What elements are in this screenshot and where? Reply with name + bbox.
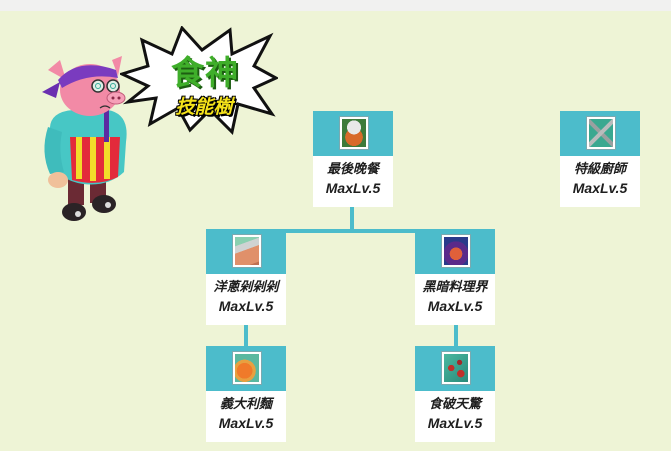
skill-name: 義大利麵	[219, 397, 272, 412]
title-main: 食神	[171, 53, 239, 92]
skill-name: 最後晚餐	[326, 162, 379, 177]
skill-node-header	[313, 111, 393, 156]
skill-node-body: 最後晚餐 MaxLv.5	[313, 156, 393, 207]
flying-food-icon	[442, 352, 470, 384]
top-strip	[0, 0, 671, 11]
connector-left-vertical	[244, 325, 248, 347]
skill-node-flying-food[interactable]: 食破天驚 MaxLv.5	[415, 346, 495, 442]
skill-node-body: 特級廚師 MaxLv.5	[560, 156, 640, 207]
skill-node-spaghetti[interactable]: 義大利麵 MaxLv.5	[206, 346, 286, 442]
skill-node-body: 洋蔥剁剁剁 MaxLv.5	[206, 274, 286, 325]
skill-name: 洋蔥剁剁剁	[213, 280, 279, 295]
skill-node-header	[206, 346, 286, 391]
skill-node-header	[415, 229, 495, 274]
skill-node-body: 食破天驚 MaxLv.5	[415, 391, 495, 442]
skill-level: MaxLv.5	[427, 298, 483, 314]
skill-node-header	[415, 346, 495, 391]
skill-node-master-chef[interactable]: 特級廚師 MaxLv.5	[560, 111, 640, 207]
onion-chop-icon	[233, 235, 261, 267]
skill-node-last-supper[interactable]: 最後晚餐 MaxLv.5	[313, 111, 393, 207]
skill-name: 食破天驚	[428, 397, 481, 412]
roast-meal-icon	[340, 117, 368, 149]
skill-level: MaxLv.5	[218, 415, 274, 431]
skill-name: 特級廚師	[573, 162, 626, 177]
connector-horizontal	[286, 229, 416, 233]
connector-right-vertical	[454, 325, 458, 347]
skill-node-body: 義大利麵 MaxLv.5	[206, 391, 286, 442]
connector-top-vertical	[350, 207, 354, 231]
crossed-utensils-icon	[587, 117, 615, 149]
skill-node-dark-cuisine[interactable]: 黑暗料理界 MaxLv.5	[415, 229, 495, 325]
skill-node-body: 黑暗料理界 MaxLv.5	[415, 274, 495, 325]
skill-level: MaxLv.5	[218, 298, 274, 314]
skill-level: MaxLv.5	[572, 180, 628, 196]
skill-name: 黑暗料理界	[422, 280, 488, 295]
skill-node-onion-chop[interactable]: 洋蔥剁剁剁 MaxLv.5	[206, 229, 286, 325]
spaghetti-icon	[233, 352, 261, 384]
chef-pig-mascot-icon	[42, 56, 127, 221]
title-sub: 技能樹	[175, 96, 233, 118]
skill-level: MaxLv.5	[427, 415, 483, 431]
skill-node-header	[206, 229, 286, 274]
title-starburst-icon	[120, 26, 278, 136]
skill-level: MaxLv.5	[325, 180, 381, 196]
dark-cuisine-icon	[442, 235, 470, 267]
skill-node-header	[560, 111, 640, 156]
